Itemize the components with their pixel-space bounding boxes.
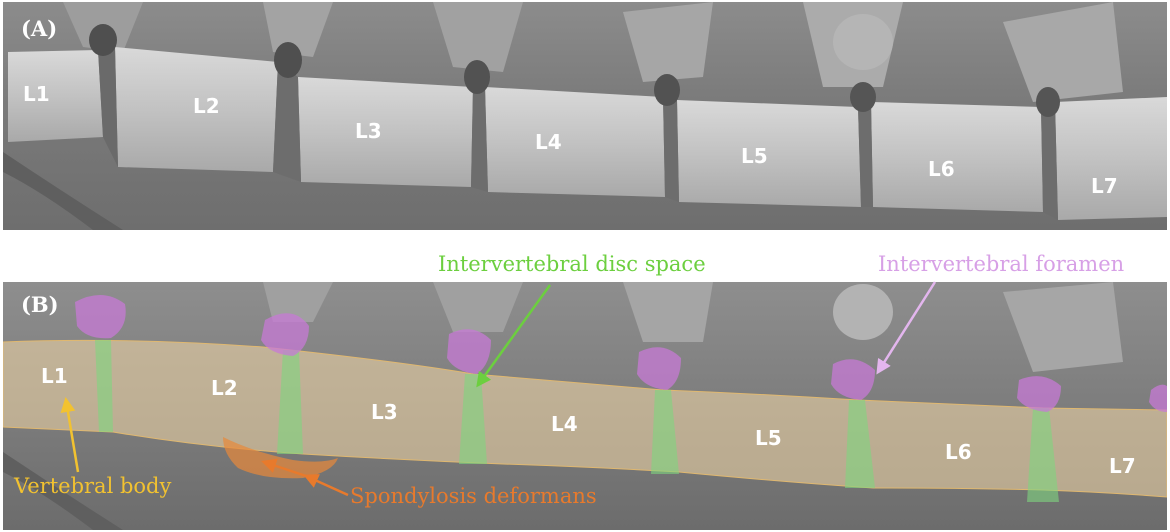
foramen-mask-4 [637, 347, 681, 390]
radiograph-a-image [3, 2, 1167, 230]
disc-space-mask-2 [277, 350, 303, 454]
vertebra-label-a-l7: L7 [1091, 174, 1118, 198]
vertebra-label-a-l5: L5 [741, 144, 768, 168]
foramen-mask-5 [831, 359, 875, 400]
vertebral-body-annotation: Vertebral body [14, 474, 172, 498]
vertebra-label-b-l4: L4 [551, 412, 578, 436]
foramen-mask-6 [1017, 376, 1061, 412]
vertebra-label-b-l3: L3 [371, 400, 398, 424]
vertebra-label-a-l1: L1 [23, 82, 50, 106]
vertebra-label-a-l6: L6 [928, 157, 955, 181]
vertebra-label-b-l5: L5 [755, 426, 782, 450]
vertebra-label-b-l7: L7 [1109, 454, 1136, 478]
panel-a-label: (A) [21, 16, 58, 41]
segmentation-overlay [3, 294, 1167, 502]
disc-space-mask-4 [651, 390, 679, 474]
disc-space-mask-3 [459, 374, 487, 464]
foramen-mask-3 [447, 329, 491, 374]
vertebra-label-b-l2: L2 [211, 376, 238, 400]
vertebral-body-arrow [60, 397, 80, 473]
foramen-mask-1 [75, 294, 126, 339]
foramen-annotation: Intervertebral foramen [878, 252, 1125, 276]
vertebra-label-b-l6: L6 [945, 440, 972, 464]
radiograph-panel-b: (B) L1 L2 L3 L4 L5 L6 L7 [3, 282, 1167, 530]
foramen-arrow [876, 281, 937, 375]
radiograph-panel-a: (A) L1 L2 L3 L4 L5 L6 L7 [3, 2, 1167, 230]
vertebra-label-a-l2: L2 [193, 94, 220, 118]
spondylosis-annotation: Spondylosis deformans [350, 484, 597, 508]
vertebra-label-a-l3: L3 [355, 119, 382, 143]
disc-space-annotation: Intervertebral disc space [438, 252, 706, 276]
spondylosis-mask [223, 437, 338, 479]
vertebra-label-a-l4: L4 [535, 130, 562, 154]
disc-space-mask-1 [95, 340, 113, 432]
foramen-mask-7 [1149, 384, 1167, 412]
disc-space-mask-5 [845, 400, 875, 488]
spondylosis-arrow-2 [261, 458, 307, 478]
panel-b-label: (B) [21, 292, 59, 317]
vertebra-label-b-l1: L1 [41, 364, 68, 388]
spondylosis-arrow [303, 474, 349, 497]
disc-space-arrow [476, 284, 552, 388]
disc-space-mask-6 [1027, 408, 1059, 502]
foramen-mask-2 [261, 313, 309, 356]
